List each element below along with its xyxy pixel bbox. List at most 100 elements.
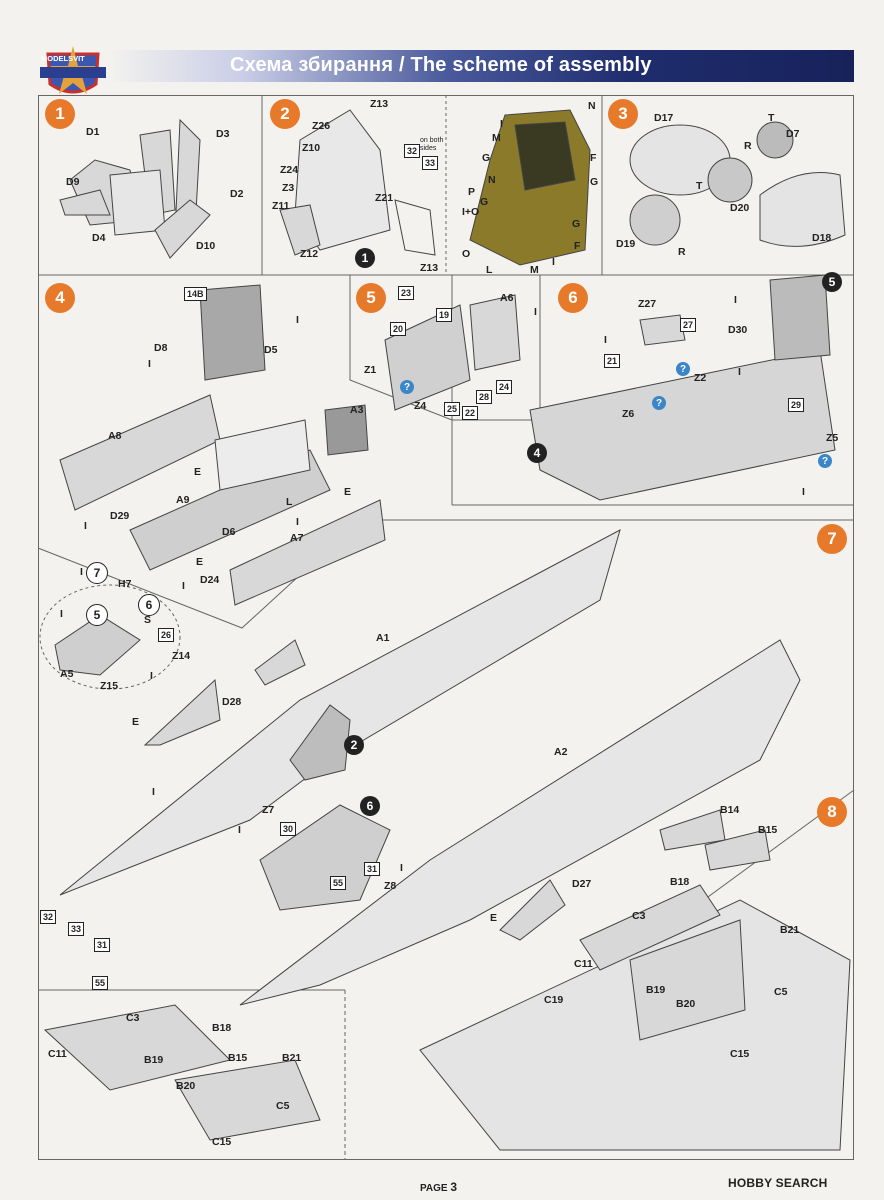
help-icon: ?	[400, 380, 414, 394]
photo-etch-box: 31	[94, 938, 111, 952]
page-label: PAGE	[420, 1183, 448, 1194]
part-label: B19	[646, 984, 666, 996]
paint-label: S	[144, 614, 152, 626]
paint-label: I	[60, 608, 63, 620]
part-label: D29	[110, 510, 130, 522]
photo-etch-box: 27	[680, 318, 697, 332]
part-label: D17	[654, 112, 674, 124]
part-label: Z8	[384, 880, 397, 892]
part-label: Z3	[282, 182, 295, 194]
page-footer: PAGE 3	[420, 1180, 457, 1194]
part-label: B19	[144, 1054, 164, 1066]
paint-label: I	[604, 334, 607, 346]
paint-label: P	[468, 186, 476, 198]
paint-label: I	[150, 670, 153, 682]
step-badge-2: 2	[270, 99, 300, 129]
paint-label: I	[296, 314, 299, 326]
part-label: A1	[376, 632, 390, 644]
part-label: D19	[616, 238, 636, 250]
paint-label: I	[738, 366, 741, 378]
part-label: C3	[126, 1012, 140, 1024]
sub-ref-6: 6	[138, 594, 160, 616]
step-badge-5: 5	[356, 283, 386, 313]
header-bar	[110, 50, 854, 82]
part-label: B20	[176, 1080, 196, 1092]
watermark-text: HOBBY SEARCH	[728, 1176, 828, 1190]
part-label: R	[744, 140, 752, 152]
part-label: D4	[92, 232, 106, 244]
page-number: 3	[450, 1180, 458, 1194]
photo-etch-box: 30	[280, 822, 297, 836]
part-label: D2	[230, 188, 244, 200]
part-label: Z26	[312, 120, 331, 132]
part-label: C19	[544, 994, 564, 1006]
part-label: H7	[118, 578, 132, 590]
part-label: Z13	[420, 262, 439, 274]
photo-etch-box: 22	[462, 406, 479, 420]
paint-label: E	[490, 912, 498, 924]
step-badge-3: 3	[608, 99, 638, 129]
part-label: B21	[282, 1052, 302, 1064]
ref-step-1: 1	[355, 248, 375, 268]
step-badge-4: 4	[45, 283, 75, 313]
part-label: Z21	[375, 192, 394, 204]
part-label: B20	[676, 998, 696, 1010]
paint-label: E	[196, 556, 204, 568]
paint-label: I	[500, 118, 503, 130]
photo-etch-box: 23	[398, 286, 415, 300]
part-label: A3	[350, 404, 364, 416]
part-label: Z11	[272, 200, 290, 212]
part-label: D9	[66, 176, 80, 188]
paint-label: I	[84, 520, 87, 532]
part-label: D1	[86, 126, 100, 138]
paint-label: E	[344, 486, 352, 498]
part-label: Z14	[172, 650, 191, 662]
part-label: B15	[758, 824, 778, 836]
part-label: A8	[108, 430, 122, 442]
paint-label: I	[182, 580, 185, 592]
step-badge-6: 6	[558, 283, 588, 313]
photo-etch-box: 24	[496, 380, 513, 394]
paint-label: M	[492, 132, 501, 144]
paint-label: N	[488, 174, 496, 186]
paint-label: I	[238, 824, 241, 836]
part-label: D27	[572, 878, 592, 890]
part-label: D18	[812, 232, 832, 244]
paint-label: L	[486, 264, 493, 276]
part-label: Z1	[364, 364, 377, 376]
photo-etch-box: 25	[444, 402, 461, 416]
part-label: Z12	[300, 248, 319, 260]
paint-label: I	[734, 294, 737, 306]
help-icon: ?	[652, 396, 666, 410]
help-icon: ?	[818, 454, 832, 468]
paint-label: G	[590, 176, 599, 188]
photo-etch-box: 31	[364, 862, 381, 876]
paint-label: N	[588, 100, 596, 112]
step-badge-1: 1	[45, 99, 75, 129]
part-label: C5	[276, 1100, 290, 1112]
photo-etch-box: 20	[390, 322, 407, 336]
page-title: Схема збирання / The scheme of assembly	[230, 54, 652, 76]
photo-etch-box: 28	[476, 390, 493, 404]
part-label: B15	[228, 1052, 248, 1064]
part-label: T	[768, 112, 775, 124]
step-badge-7: 7	[817, 524, 847, 554]
part-label: Z7	[262, 804, 275, 816]
part-label: A6	[500, 292, 514, 304]
photo-etch-box: 14B	[184, 287, 207, 301]
paint-label: I	[534, 306, 537, 318]
part-label: A5	[60, 668, 74, 680]
part-label: B14	[720, 804, 740, 816]
part-label: D3	[216, 128, 230, 140]
part-label: D24	[200, 574, 220, 586]
paint-label: I	[148, 358, 151, 370]
part-label: Z10	[302, 142, 321, 154]
part-label: A7	[290, 532, 304, 544]
help-icon: ?	[676, 362, 690, 376]
ref-step-2: 2	[344, 735, 364, 755]
photo-etch-box: 32	[40, 910, 57, 924]
paint-label: F	[590, 152, 597, 164]
photo-etch-box: 33	[422, 156, 439, 170]
ref-step-6: 6	[360, 796, 380, 816]
